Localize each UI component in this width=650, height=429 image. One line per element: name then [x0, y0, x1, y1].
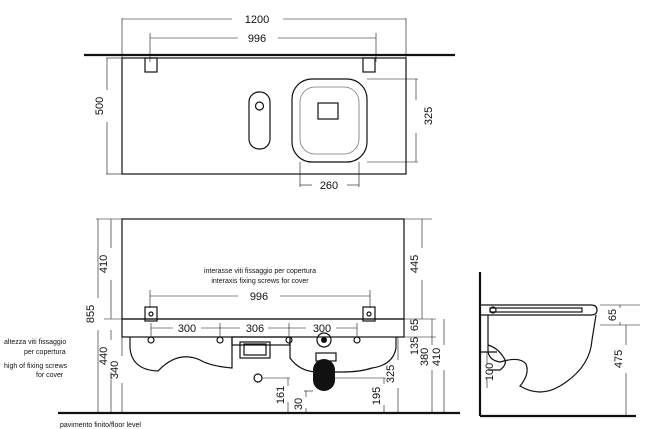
- dim-width-fix: 996: [248, 33, 266, 45]
- note-interaxis-it: interasse viti fissaggio per copertura: [204, 268, 316, 275]
- dim-left-340: 340: [109, 361, 121, 379]
- dim-30: 30: [293, 398, 305, 410]
- dim-cover-height: 410: [98, 255, 110, 273]
- note-height-it-1: altezza viti fissaggio: [4, 339, 66, 346]
- dim-195: 195: [371, 387, 383, 405]
- note-height-it-2: per copertura: [24, 349, 66, 356]
- dim-410-right: 410: [431, 348, 443, 366]
- dim-325-right: 325: [385, 365, 397, 383]
- drain-pipe: [313, 359, 335, 391]
- dim-depth: 500: [94, 97, 106, 115]
- floor-label: pavimento finito/floor level: [60, 422, 141, 429]
- dim-300-right: 300: [313, 323, 331, 335]
- flush-button-outline: [248, 91, 271, 150]
- dim-basin-depth: 325: [423, 107, 435, 125]
- top-view-outline: [121, 57, 407, 175]
- dim-300-left: 300: [178, 323, 196, 335]
- dim-161: 161: [275, 386, 287, 404]
- dim-basin-width: 260: [320, 180, 338, 192]
- dim-380: 380: [419, 348, 431, 366]
- dim-fix-height: 440: [98, 347, 110, 365]
- side-dim-100: 100: [484, 363, 496, 381]
- note-height-en-1: high of fixing screws: [4, 363, 68, 370]
- note-interaxis-en: interaxis fixing screws for cover: [211, 278, 309, 285]
- basin-outline: [291, 78, 368, 163]
- side-dim-475: 475: [613, 350, 625, 368]
- dim-306: 306: [246, 323, 264, 335]
- note-height-en-2: for cover: [36, 372, 64, 379]
- dim-total-height: 855: [85, 305, 97, 323]
- side-view: 100 65 475: [478, 272, 640, 418]
- side-dim-65: 65: [607, 309, 619, 321]
- front-view: pavimento finito/floor level interasse v…: [4, 218, 460, 429]
- dim-width-total: 1200: [245, 14, 269, 26]
- top-view: 1200 996 500 325: [84, 14, 455, 192]
- dim-right-445: 445: [409, 255, 421, 273]
- dim-65: 65: [409, 319, 421, 331]
- dim-135: 135: [409, 337, 421, 355]
- dim-fix-spacing: 996: [250, 291, 268, 303]
